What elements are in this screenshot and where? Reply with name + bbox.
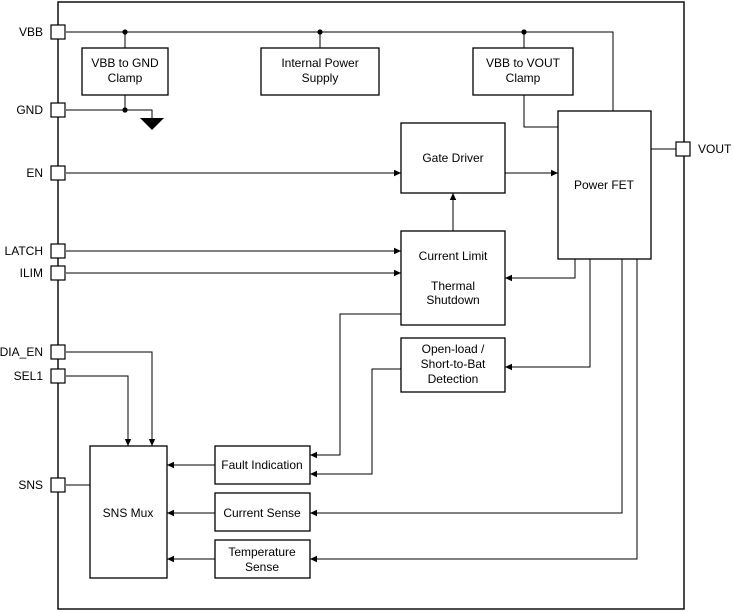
block-vbb-gnd-clamp: VBB to GND Clamp — [81, 47, 169, 96]
pin-ilim: ILIM — [20, 265, 66, 281]
pin-sel1: SEL1 — [14, 368, 66, 384]
svg-text:Thermal: Thermal — [431, 279, 475, 293]
svg-text:VOUT: VOUT — [698, 142, 732, 156]
svg-text:Short-to-Bat: Short-to-Bat — [421, 357, 486, 371]
svg-text:Clamp: Clamp — [108, 71, 143, 85]
block-sns-mux: SNS Mux — [89, 445, 168, 579]
pin-vbb: VBB — [19, 24, 66, 40]
svg-text:Supply: Supply — [302, 71, 339, 85]
pin-en: EN — [26, 165, 66, 181]
svg-text:Detection: Detection — [428, 372, 479, 386]
svg-text:VBB to VOUT: VBB to VOUT — [486, 56, 561, 70]
svg-text:Internal Power: Internal Power — [281, 56, 358, 70]
svg-text:Shutdown: Shutdown — [426, 293, 479, 307]
pin-dia-en: DIA_EN — [0, 344, 66, 360]
svg-text:Open-load /: Open-load / — [422, 342, 485, 356]
svg-text:Temperature: Temperature — [228, 545, 296, 559]
svg-text:DIA_EN: DIA_EN — [0, 345, 43, 359]
block-fault-indication: Fault Indication — [214, 445, 311, 485]
svg-text:ILIM: ILIM — [20, 266, 43, 280]
svg-text:Power FET: Power FET — [574, 178, 635, 192]
svg-text:Fault Indication: Fault Indication — [221, 458, 302, 472]
pin-latch: LATCH — [5, 243, 66, 259]
svg-text:LATCH: LATCH — [5, 244, 43, 258]
svg-text:Current Limit: Current Limit — [419, 249, 488, 263]
svg-text:SEL1: SEL1 — [14, 369, 44, 383]
svg-text:VBB to GND: VBB to GND — [91, 56, 159, 70]
pin-vout: VOUT — [675, 141, 732, 157]
svg-text:SNS: SNS — [18, 478, 43, 492]
svg-text:Sense: Sense — [245, 560, 279, 574]
block-open-load-detection: Open-load / Short-to-Bat Detection — [400, 337, 506, 393]
svg-text:EN: EN — [26, 166, 43, 180]
pin-sns: SNS — [18, 477, 66, 493]
svg-text:GND: GND — [16, 103, 43, 117]
block-power-fet: Power FET — [557, 110, 652, 260]
svg-text:SNS Mux: SNS Mux — [103, 506, 154, 520]
block-internal-power-supply: Internal Power Supply — [260, 47, 380, 96]
svg-text:Clamp: Clamp — [506, 71, 541, 85]
block-temperature-sense: Temperature Sense — [214, 539, 311, 579]
block-current-limit-thermal-shutdown: Current Limit Thermal Shutdown — [400, 230, 506, 326]
ground-symbol — [140, 118, 164, 130]
svg-text:Gate Driver: Gate Driver — [422, 151, 483, 165]
block-gate-driver: Gate Driver — [400, 122, 506, 194]
block-current-sense: Current Sense — [214, 492, 311, 532]
device-outline — [57, 1, 685, 610]
svg-text:Current Sense: Current Sense — [223, 506, 301, 520]
block-vbb-vout-clamp: VBB to VOUT Clamp — [472, 47, 574, 96]
pin-gnd: GND — [16, 102, 66, 118]
svg-text:VBB: VBB — [19, 25, 43, 39]
junction-dots — [122, 29, 527, 113]
wires — [66, 31, 676, 563]
